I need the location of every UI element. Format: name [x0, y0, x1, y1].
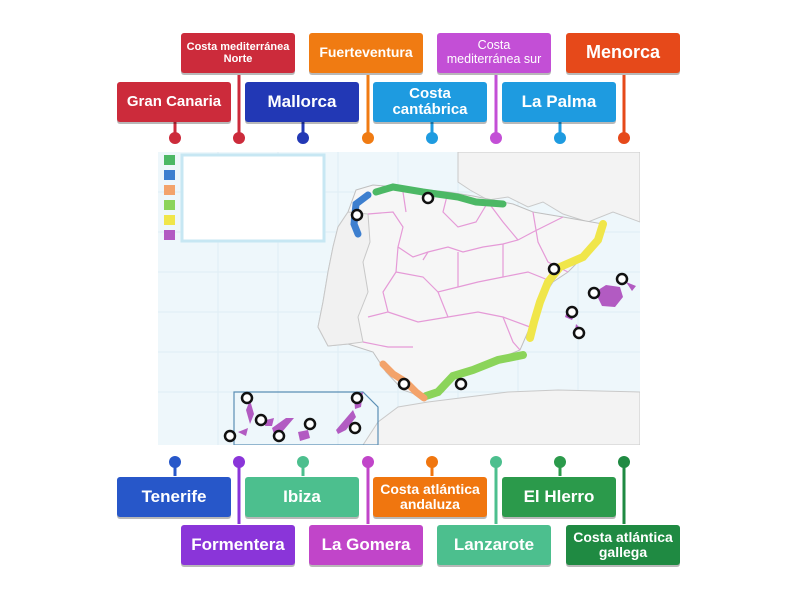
label-costa-atlantica-andaluza[interactable]: Costa atlántica andaluza — [373, 477, 487, 517]
anchor-dot[interactable] — [490, 456, 502, 468]
legend-text-box — [180, 153, 326, 243]
target-circle[interactable] — [572, 326, 586, 340]
label-costa-atlantica-gallega[interactable]: Costa atlántica gallega — [566, 525, 680, 565]
target-circle[interactable] — [272, 429, 286, 443]
fuerteventura-shape — [336, 410, 356, 434]
legend-swatch-orange — [164, 185, 175, 195]
anchor-dot[interactable] — [426, 132, 438, 144]
target-circle[interactable] — [303, 417, 317, 431]
target-circle[interactable] — [350, 208, 364, 222]
target-circle[interactable] — [223, 429, 237, 443]
top-connectors — [169, 75, 630, 144]
label-fuerteventura[interactable]: Fuerteventura — [309, 33, 423, 73]
target-circle[interactable] — [565, 305, 579, 319]
label-costa-cantabrica[interactable]: Costa cantábrica — [373, 82, 487, 122]
label-gran-canaria[interactable]: Gran Canaria — [117, 82, 231, 122]
label-mallorca[interactable]: Mallorca — [245, 82, 359, 122]
label-menorca[interactable]: Menorca — [566, 33, 680, 73]
target-circle[interactable] — [454, 377, 468, 391]
label-tenerife[interactable]: Tenerife — [117, 477, 231, 517]
target-circle[interactable] — [587, 286, 601, 300]
gran-canaria-shape — [298, 430, 310, 441]
anchor-dot[interactable] — [297, 132, 309, 144]
legend-swatch-purple — [164, 230, 175, 240]
costa-mediterranea-sur-highlight — [422, 351, 527, 400]
label-la-palma[interactable]: La Palma — [502, 82, 616, 122]
map-legend — [164, 153, 326, 243]
la-palma-shape — [246, 400, 254, 424]
label-costa-mediterranea-sur[interactable]: Costa mediterránea sur — [437, 33, 551, 73]
france-land — [457, 152, 640, 223]
target-circle[interactable] — [348, 421, 362, 435]
anchor-dot[interactable] — [618, 132, 630, 144]
menorca-shape — [626, 282, 636, 291]
anchor-dot[interactable] — [233, 132, 245, 144]
anchor-dot[interactable] — [169, 456, 181, 468]
target-markers — [223, 191, 629, 443]
anchor-dot[interactable] — [426, 456, 438, 468]
label-el-hierro[interactable]: El Hlerro — [502, 477, 616, 517]
anchor-dot[interactable] — [169, 132, 181, 144]
label-costa-mediterranea-norte[interactable]: Costa mediterránea Norte — [181, 33, 295, 73]
legend-swatch-green — [164, 155, 175, 165]
anchor-dot[interactable] — [554, 456, 566, 468]
target-circle[interactable] — [240, 391, 254, 405]
spain-map — [158, 152, 640, 445]
costa-cantabrica-highlight — [372, 183, 507, 208]
legend-swatch-blue — [164, 170, 175, 180]
el-hierro-shape — [238, 428, 248, 436]
label-lanzarote[interactable]: Lanzarote — [437, 525, 551, 565]
target-circle[interactable] — [254, 413, 268, 427]
anchor-dot[interactable] — [362, 132, 374, 144]
mallorca-shape — [595, 285, 623, 307]
legend-swatch-lightgreen — [164, 200, 175, 210]
label-formentera[interactable]: Formentera — [181, 525, 295, 565]
target-circle[interactable] — [547, 262, 561, 276]
anchor-dot[interactable] — [362, 456, 374, 468]
anchor-dot[interactable] — [618, 456, 630, 468]
target-circle[interactable] — [350, 391, 364, 405]
portugal-land — [317, 211, 371, 347]
anchor-dot[interactable] — [554, 132, 566, 144]
label-ibiza[interactable]: Ibiza — [245, 477, 359, 517]
bottom-connectors — [169, 456, 630, 524]
target-circle[interactable] — [397, 377, 411, 391]
anchor-dot[interactable] — [490, 132, 502, 144]
target-circle[interactable] — [421, 191, 435, 205]
anchor-dot[interactable] — [297, 456, 309, 468]
target-circle[interactable] — [615, 272, 629, 286]
africa-land — [362, 389, 640, 445]
anchor-dot[interactable] — [233, 456, 245, 468]
legend-swatch-yellow — [164, 215, 175, 225]
label-la-gomera[interactable]: La Gomera — [309, 525, 423, 565]
